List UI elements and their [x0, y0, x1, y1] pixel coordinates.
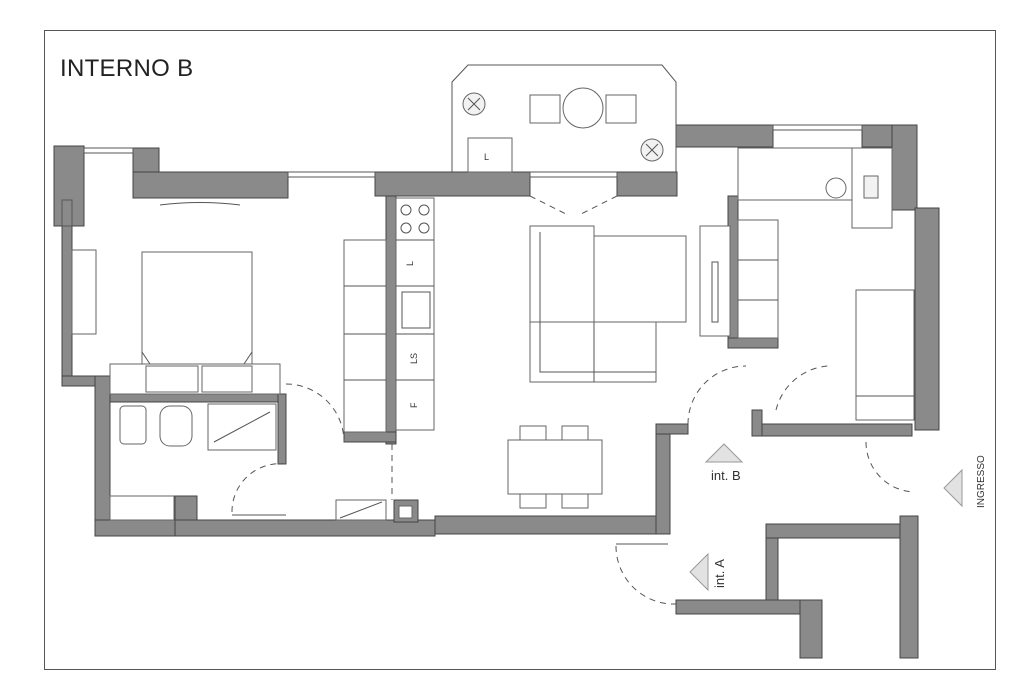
- wall-segment: [765, 523, 917, 539]
- balcony-laundry-unit: [467, 137, 513, 173]
- window: [83, 147, 134, 154]
- living-door-swing: [687, 365, 747, 425]
- living-room: [507, 195, 747, 509]
- int-a-door-swing: [615, 545, 677, 605]
- balcony-table: [562, 87, 604, 129]
- bedroom-wardrobe-right: [343, 239, 387, 433]
- cooktop-burner-icon: [418, 204, 430, 216]
- entrance: [615, 441, 915, 605]
- window: [529, 171, 618, 178]
- counter-dividers: [396, 239, 434, 381]
- entrance-door-swing: [865, 441, 915, 493]
- wardrobe-doors: [738, 259, 778, 301]
- kitchen-ls-label: LS: [409, 353, 419, 364]
- nightstand: [201, 365, 253, 393]
- bedroom: [71, 202, 387, 443]
- kitchen-sink: [401, 291, 431, 329]
- cooktop-burner-icon: [400, 204, 412, 216]
- bedroom-door-swing: [285, 383, 345, 443]
- single-bed: [855, 289, 915, 421]
- wall-segment: [385, 195, 397, 445]
- rug: [593, 235, 687, 323]
- wall-segment: [277, 393, 287, 465]
- bed-pillow-lines: [141, 351, 253, 365]
- int-a-label: int. A: [712, 559, 727, 588]
- study: [737, 147, 915, 421]
- wall-segment: [343, 431, 397, 443]
- kitchen: L LS F: [391, 197, 435, 500]
- ingresso-marker-icon: [943, 468, 963, 508]
- dining-chair: [519, 425, 547, 441]
- tv-screen: [711, 261, 719, 323]
- wall-segment: [899, 515, 919, 659]
- wall-segment: [799, 599, 823, 659]
- window: [287, 171, 376, 178]
- windows: [61, 124, 863, 227]
- balcony-outline: [451, 64, 677, 172]
- window: [61, 199, 73, 227]
- wall-segment: [61, 225, 73, 387]
- bidet: [119, 405, 147, 445]
- desk-chair: [825, 177, 847, 199]
- sofa-chaise: [529, 321, 657, 383]
- balcony-l-label: L: [484, 152, 489, 162]
- study-door-swing: [775, 365, 829, 411]
- dining-table: [507, 439, 603, 495]
- int-a-marker-icon: [689, 552, 709, 592]
- bathroom-door-swing: [231, 463, 287, 513]
- kitchen-l-label: L: [405, 261, 415, 266]
- drawing-frame: [44, 30, 996, 670]
- wall-segment: [751, 423, 913, 437]
- wall-segment: [751, 409, 763, 437]
- cooktop-burner-icon: [400, 222, 412, 234]
- wall-segment: [675, 124, 774, 148]
- wall-segment: [53, 145, 85, 227]
- wall-segment: [132, 171, 289, 199]
- balcony-chair: [529, 94, 561, 124]
- shaft-opening: [398, 505, 413, 519]
- dining-chair: [519, 493, 547, 509]
- walls: [53, 124, 940, 659]
- tv-unit: [159, 202, 241, 206]
- window: [772, 124, 863, 131]
- balcony: L: [451, 64, 677, 173]
- ingresso-label: INGRESSO: [976, 455, 987, 508]
- study-wardrobe: [737, 219, 779, 339]
- entrance-markers: int. B int. A INGRESSO: [689, 443, 987, 592]
- tv-cabinet: [699, 225, 731, 337]
- bedroom-wardrobe: [71, 249, 97, 335]
- wall-segment: [891, 124, 918, 211]
- int-b-label: int. B: [711, 468, 741, 483]
- plant-leaves: [467, 97, 659, 157]
- wall-segment: [655, 423, 689, 435]
- balcony-door-swing: [529, 195, 618, 215]
- wall-segment: [616, 171, 678, 197]
- shower-glass: [213, 411, 271, 443]
- computer-icon: [863, 175, 879, 199]
- kitchen-f-label: F: [409, 402, 419, 408]
- toilet: [159, 405, 193, 447]
- wall-segment: [655, 423, 671, 535]
- double-bed: [141, 251, 253, 365]
- wall-segment: [374, 171, 531, 197]
- cooktop-burner-icon: [418, 222, 430, 234]
- wall-segment: [94, 375, 111, 537]
- closet-diagonal: [339, 501, 383, 519]
- wall-segment: [94, 519, 181, 537]
- wall-segment: [727, 337, 779, 349]
- wall-segment: [914, 207, 940, 431]
- balcony-chair: [605, 94, 637, 124]
- nightstand: [145, 365, 199, 393]
- dining-chair: [561, 425, 589, 441]
- washbasin: [109, 495, 175, 521]
- wall-segment: [109, 393, 286, 403]
- wall-segment: [434, 515, 668, 535]
- wardrobe-doors: [344, 285, 386, 381]
- int-b-marker-icon: [704, 443, 744, 463]
- plan-title: INTERNO B: [60, 55, 194, 82]
- sofa-cushions: [539, 232, 656, 382]
- dining-chair: [561, 493, 589, 509]
- bathroom: [109, 403, 387, 521]
